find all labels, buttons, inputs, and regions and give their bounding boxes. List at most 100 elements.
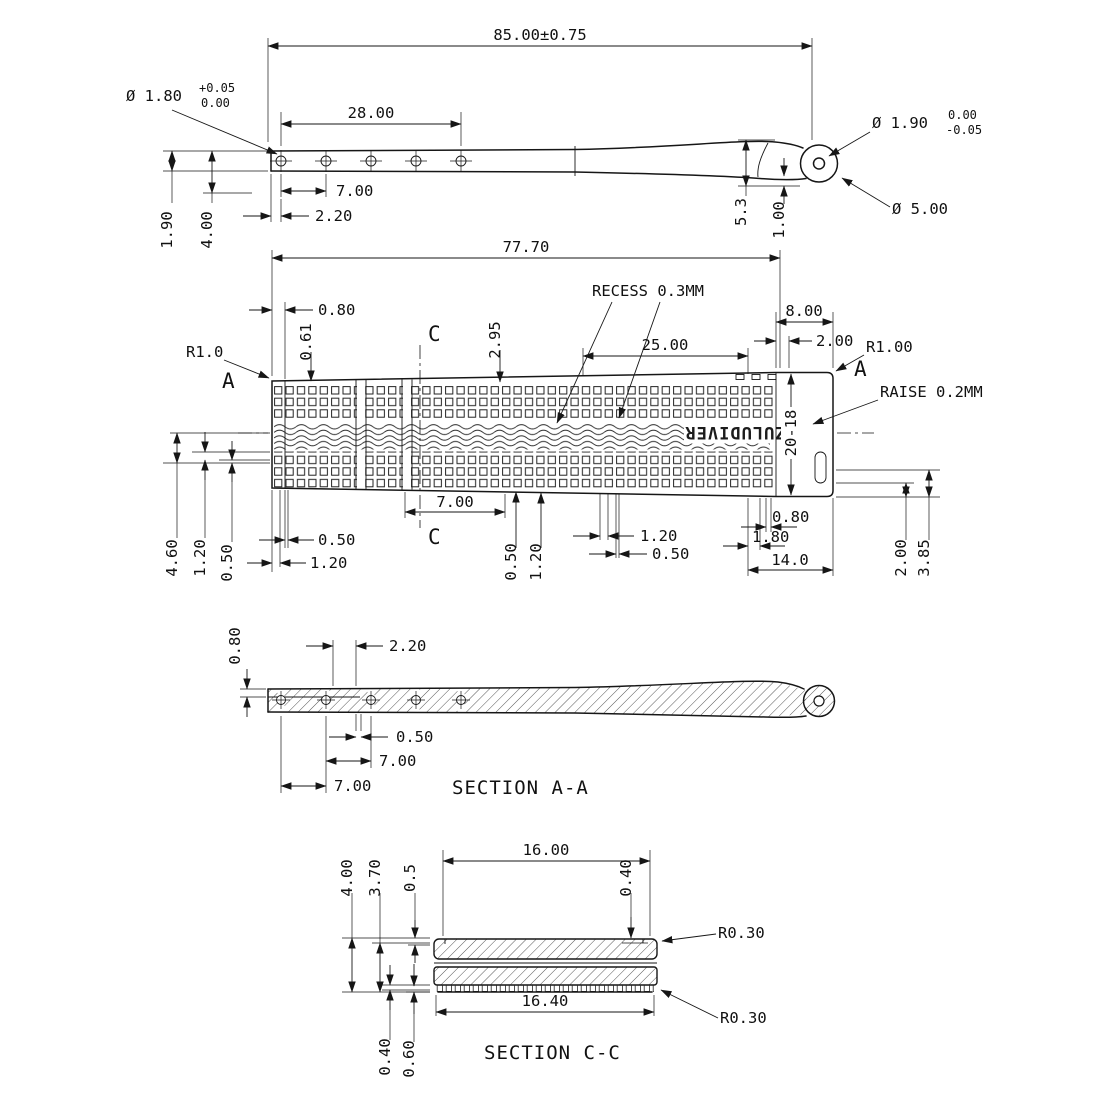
dim-mid-050-text: 0.50 [502, 543, 520, 580]
dim-295: 2.95 [486, 321, 504, 383]
radius-c-bottom: R0.30 [660, 989, 767, 1027]
radius-c-top-text: R0.30 [718, 924, 765, 942]
radius-right: R1.00 [835, 338, 913, 372]
dim-a-7-upper-text: 7.00 [379, 752, 416, 770]
dim-c-370: 3.70 [366, 859, 430, 993]
dim-bar-diameter: Ø 1.90 0.00 -0.05 [828, 108, 982, 157]
dim-overall-length-text: 85.00±0.75 [493, 26, 586, 44]
dim-edge-offset: 0.80 [249, 301, 355, 379]
dim-r080-text: 0.80 [772, 508, 809, 526]
dim-rv-385-text: 3.85 [915, 539, 933, 576]
dim-7-bottom: 7.00 [404, 492, 506, 518]
side-view [270, 140, 839, 183]
dim-r180-text: 1.80 [752, 528, 789, 546]
section-line-c: C C [419, 322, 441, 549]
dim-br-120-text: 1.20 [640, 527, 677, 545]
hole-dia-text: Ø 1.80 [126, 87, 182, 105]
dim-a-220: 2.20 [306, 637, 426, 686]
dim-lug-height: 5.3 [732, 139, 800, 226]
note-recess: RECESS 0.3MM [556, 282, 704, 424]
dim-c-05-text: 0.5 [401, 864, 419, 892]
dim-r14-text: 14.0 [771, 551, 808, 569]
dim-c-060-text: 0.60 [400, 1040, 418, 1077]
side-view-dimensions: 85.00±0.75 Ø 1.80 +0.05 0.00 28.00 7.00 … [126, 26, 982, 249]
dim-c-1640-text: 16.40 [522, 992, 569, 1010]
section-c-dimensions: 16.00 4.00 3.70 0.5 0.40 R0.30 16.40 R0.… [338, 841, 767, 1078]
dim-c-370-text: 3.70 [366, 859, 384, 896]
dim-c-1640: 16.40 [435, 992, 655, 1016]
section-c-letter-bottom: C [428, 525, 441, 549]
brand-watermark: ZULUDIVER [684, 422, 785, 442]
dims-right-cluster: 2.00 3.85 [836, 469, 940, 577]
section-c-title: SECTION C-C [484, 1042, 621, 1064]
dim-bl-120-text: 1.20 [310, 554, 347, 572]
dim-061: 0.61 [297, 323, 315, 382]
recess-note-text: RECESS 0.3MM [592, 282, 704, 300]
dim-loop-diameter: Ø 5.00 [841, 177, 948, 218]
dim-460-text: 4.60 [163, 539, 181, 576]
dim-plan-length-text: 77.70 [503, 238, 550, 256]
section-a-bar-hole [813, 695, 825, 707]
dim-tip-gap: 2.20 [243, 174, 352, 225]
dim-7-bottom-text: 7.00 [436, 493, 473, 511]
dim-295-text: 2.95 [486, 321, 504, 358]
dim-edge-offset-text: 0.80 [318, 301, 355, 319]
hole-dia-tol-hi: +0.05 [199, 81, 235, 95]
raise-note-text: RAISE 0.2MM [880, 383, 983, 401]
dims-bottom-middle: 0.50 1.20 [502, 491, 545, 581]
dim-body-thickness: 4.00 [198, 150, 252, 249]
dim-c-040-bottom-text: 0.40 [376, 1038, 394, 1075]
dim-a-7-lower: 7.00 [280, 716, 371, 795]
section-a-title: SECTION A-A [452, 777, 589, 799]
dim-a-7-lower-text: 7.00 [334, 777, 371, 795]
dim-c-05: 0.5 [401, 864, 430, 963]
dims-lug-bottom: 0.80 1.80 14.0 [723, 498, 834, 576]
section-c-top-layer [433, 938, 658, 960]
radius-left: R1.0 [186, 343, 270, 379]
loop-outer [799, 144, 839, 183]
dim-holes-span: 28.00 [280, 104, 462, 146]
dim-2: 2.00 [754, 332, 853, 368]
dim-hole-diameter: Ø 1.80 +0.05 0.00 [126, 81, 278, 155]
dim-c-060: 0.60 [400, 964, 430, 1078]
section-c-teeth [436, 985, 654, 992]
bar-dia-tol-hi: 0.00 [948, 108, 977, 122]
dim-left-120-text: 1.20 [191, 539, 209, 576]
section-a-letter-left: A [222, 369, 235, 393]
section-a-holes [272, 691, 470, 709]
dim-left-050-text: 0.50 [218, 544, 236, 581]
dim-mid-120-text: 1.20 [527, 543, 545, 580]
plan-view: ZULUDIVER [271, 371, 834, 498]
dim-hole-pitch-text: 7.00 [336, 182, 373, 200]
section-c-bottom-layer [433, 966, 658, 986]
dim-c-040-top-text: 0.40 [617, 859, 635, 896]
strap-holes [270, 150, 472, 172]
perforation-band-top [274, 384, 774, 421]
dim-a-050-text: 0.50 [396, 728, 433, 746]
radius-c-top: R0.30 [661, 924, 765, 944]
dim-c-16: 16.00 [442, 841, 651, 936]
perforation-band-bottom [274, 451, 774, 488]
section-c-letter-top: C [428, 322, 441, 346]
dim-c-040-top: 0.40 [617, 859, 648, 944]
radius-left-text: R1.0 [186, 343, 223, 361]
dim-body-thickness-text: 4.00 [198, 211, 216, 248]
dim-061-text: 0.61 [297, 323, 315, 360]
dim-lug-wall-text: 1.00 [770, 201, 788, 238]
dim-a-080: 0.80 [226, 627, 266, 717]
section-c-view [433, 938, 658, 993]
hole-dia-tol-lo: 0.00 [201, 96, 230, 110]
dim-a-7-upper: 7.00 [325, 716, 416, 793]
dim-2-text: 2.00 [816, 332, 853, 350]
bar-dia-text: Ø 1.90 [872, 114, 928, 132]
dim-tip-thickness-text: 1.90 [158, 211, 176, 248]
dim-overall-length: 85.00±0.75 [267, 26, 813, 142]
dim-8-text: 8.00 [785, 302, 822, 320]
dim-rv-200-text: 2.00 [892, 539, 910, 576]
dims-bottom-right: 1.20 0.50 [573, 494, 689, 563]
dim-a-080-text: 0.80 [226, 627, 244, 664]
dim-bl-050-text: 0.50 [318, 531, 355, 549]
lug-slot [814, 451, 827, 484]
dim-25-text: 25.00 [642, 336, 689, 354]
